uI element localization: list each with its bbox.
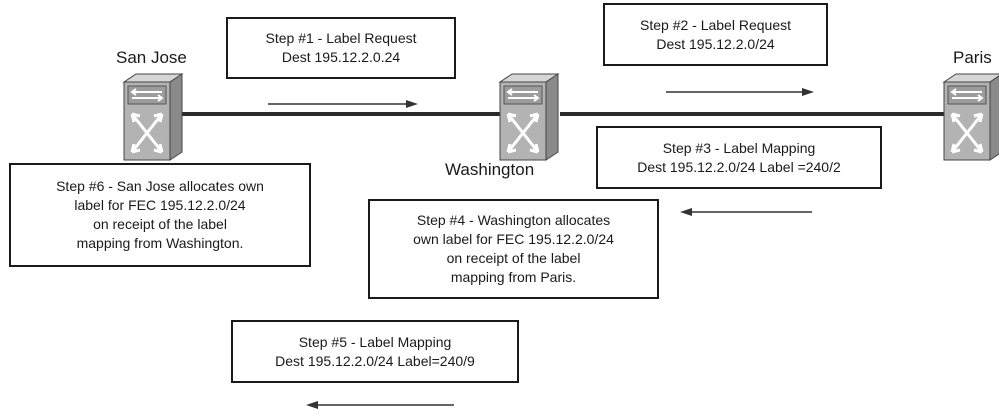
router-san-jose-icon (118, 72, 188, 162)
link-washington-paris (560, 112, 960, 116)
step-4-box: Step #4 - Washington allocates own label… (368, 199, 659, 299)
step-3-title: Step #3 - Label Mapping (662, 139, 816, 156)
step-4-line-2: own label for FEC 195.12.2.0/24 (413, 231, 614, 247)
step-1-title: Step #1 - Label Request (265, 30, 417, 46)
step-4-line-1: Step #4 - Washington allocates (416, 212, 611, 228)
step-4-line-4: mapping from Paris. (450, 269, 577, 285)
step-6-box: Step #6 - San Jose allocates own label f… (9, 163, 311, 267)
step-1-box: Step #1 - Label Request Dest 195.12.2.0.… (226, 17, 456, 79)
step-3-box: Step #3 - Label Mapping Dest 195.12.2.0/… (596, 126, 882, 189)
step-2-title: Step #2 - Label Request (640, 16, 791, 33)
step-6-line-1: Step #6 - San Jose allocates own (56, 178, 264, 194)
step-6-line-2: label for FEC 195.12.2.0/24 (74, 197, 246, 213)
step-5-box: Step #5 - Label Mapping Dest 195.12.2.0/… (231, 320, 519, 383)
step-4-line-3: on receipt of the label (446, 250, 581, 266)
router-paris-icon (938, 72, 999, 162)
step-6-line-3: on receipt of the label (93, 216, 227, 232)
link-sanjose-washington (180, 112, 510, 116)
step-6-line-4: mapping from Washington. (76, 235, 244, 251)
arrow-right-icon (268, 98, 418, 110)
step-1-dest: Dest 195.12.2.0.24 (281, 49, 401, 65)
step-3-dest: Dest 195.12.2.0/24 Label =240/2 (637, 158, 841, 175)
step-2-dest: Dest 195.12.2.0/24 (656, 35, 775, 52)
step-2-box: Step #2 - Label Request Dest 195.12.2.0/… (603, 3, 828, 66)
node-label-san-jose: San Jose (116, 48, 187, 67)
arrow-left-icon (306, 399, 454, 411)
arrow-right-icon (666, 86, 814, 98)
step-5-title: Step #5 - Label Mapping (298, 333, 452, 350)
node-label-paris: Paris (953, 48, 992, 67)
step-5-dest: Dest 195.12.2.0/24 Label=240/9 (275, 352, 475, 369)
router-washington-icon (494, 72, 564, 162)
arrow-left-icon (680, 206, 812, 218)
node-label-washington: Washington (445, 160, 535, 179)
